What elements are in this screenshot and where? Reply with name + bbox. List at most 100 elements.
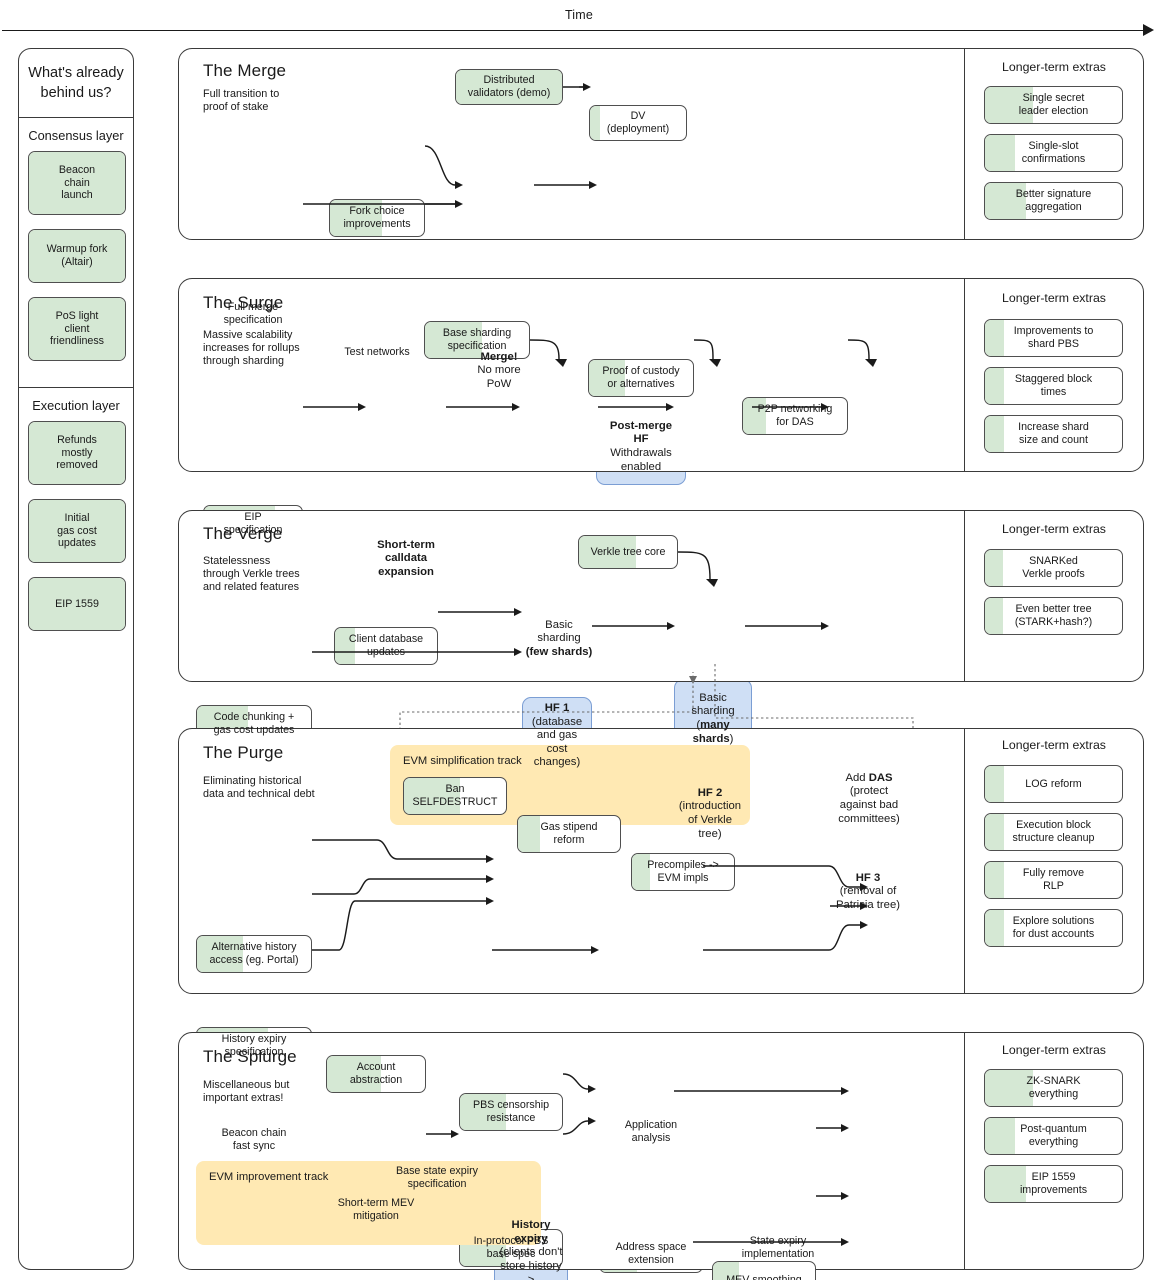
node-account-abstraction[interactable]: Account abstraction xyxy=(326,1055,426,1093)
list-item-label: Staggered block times xyxy=(1014,373,1093,398)
node-label: Account abstraction xyxy=(349,1061,403,1086)
evm-improvement-track xyxy=(196,1161,541,1245)
node-label: PBS censorship resistance xyxy=(472,1099,550,1124)
list-item-label: Even better tree (STARK+hash?) xyxy=(1014,603,1093,628)
list-item-label: EIP 1559 improvements xyxy=(1019,1171,1088,1196)
node-label: Verkle tree core xyxy=(590,545,666,558)
list-item[interactable]: Staggered block times xyxy=(984,367,1123,405)
list-item[interactable]: Initial gas cost updates xyxy=(28,499,126,563)
list-item[interactable]: Single secret leader election xyxy=(984,86,1123,124)
node-fork-choice-improvements[interactable]: Fork choice improvements xyxy=(329,199,425,237)
list-item[interactable]: Beacon chain launch xyxy=(28,151,126,215)
node-p2p-networking-das[interactable]: P2P networking for DAS xyxy=(742,397,848,435)
list-item-label: Explore solutions for dust accounts xyxy=(1012,915,1095,940)
list-item[interactable]: Warmup fork (Altair) xyxy=(28,229,126,283)
node-client-database-updates[interactable]: Client database updates xyxy=(334,627,438,665)
node-label: Fork choice improvements xyxy=(343,205,411,230)
list-item[interactable]: EIP 1559 improvements xyxy=(984,1165,1123,1203)
list-item[interactable]: Refunds mostly removed xyxy=(28,421,126,485)
list-item[interactable]: EIP 1559 xyxy=(28,577,126,631)
node-label: Gas stipend reform xyxy=(540,821,598,846)
list-item[interactable]: Single-slot confirmations xyxy=(984,134,1123,172)
node-label: Proof of custody or alternatives xyxy=(602,365,680,390)
node-proof-of-custody[interactable]: Proof of custody or alternatives xyxy=(588,359,694,397)
list-item-label: Better signature aggregation xyxy=(1015,188,1092,213)
list-item-label: ZK-SNARK everything xyxy=(1026,1075,1081,1100)
list-item[interactable]: Fully remove RLP xyxy=(984,861,1123,899)
node-short-term-mev-mitigation[interactable]: Short-term MEV mitigation xyxy=(326,1191,426,1229)
page-title: The Surge xyxy=(203,293,284,312)
list-item-label: Warmup fork (Altair) xyxy=(46,243,108,268)
node-pbs-censorship-resistance[interactable]: PBS censorship resistance xyxy=(459,1093,563,1131)
list-item[interactable]: Increase shard size and count xyxy=(984,415,1123,453)
list-item-label: Refunds mostly removed xyxy=(56,434,98,472)
node-label: EIP specification xyxy=(223,511,283,536)
section-the-purge: The Purge Eliminating historical data an… xyxy=(178,728,1144,1280)
node-label: P2P networking for DAS xyxy=(757,403,833,428)
section-subtitle: Massive scalability increases for rollup… xyxy=(203,329,300,368)
node-ban-selfdestruct[interactable]: Ban SELFDESTRUCT xyxy=(403,777,507,815)
extras-title: Longer-term extras xyxy=(1002,291,1106,305)
page-title: The Splurge xyxy=(203,1047,297,1066)
node-state-expiry-implementation[interactable]: State expiry implementation xyxy=(726,1229,830,1267)
section-divider xyxy=(964,1033,965,1269)
list-item-label: Increase shard size and count xyxy=(1018,421,1089,446)
extras-title: Longer-term extras xyxy=(1002,1043,1106,1057)
section-subtitle: Miscellaneous but important extras! xyxy=(203,1079,290,1105)
node-label: MEV smoothing xyxy=(726,1273,802,1280)
list-item[interactable]: LOG reform xyxy=(984,765,1123,803)
node-precompiles-evm-impls[interactable]: Precompiles -> EVM impls xyxy=(631,853,735,891)
list-item[interactable]: PoS light client friendliness xyxy=(28,297,126,361)
extras-title: Longer-term extras xyxy=(1002,60,1106,74)
node-label: Ban SELFDESTRUCT xyxy=(412,783,498,808)
node-label: Base sharding specification xyxy=(442,327,512,352)
page-title: The Verge xyxy=(203,524,283,543)
list-item-label: Initial gas cost updates xyxy=(57,512,97,550)
list-item[interactable]: Post-quantum everything xyxy=(984,1117,1123,1155)
time-axis-line xyxy=(2,30,1148,31)
list-item[interactable]: Better signature aggregation xyxy=(984,182,1123,220)
node-in-protocol-pbs-base-spec[interactable]: In-protocol PBS base spec xyxy=(459,1229,563,1267)
extras-title: Longer-term extras xyxy=(1002,738,1106,752)
node-label: History expiry specification xyxy=(221,1033,287,1058)
list-item[interactable]: SNARKed Verkle proofs xyxy=(984,549,1123,587)
list-item[interactable]: Explore solutions for dust accounts xyxy=(984,909,1123,947)
extras-title: Longer-term extras xyxy=(1002,522,1106,536)
node-code-chunking-gas-cost-updates[interactable]: Code chunking + gas cost updates xyxy=(196,705,312,743)
node-dv-deployment[interactable]: DV (deployment) xyxy=(589,105,687,141)
node-base-state-expiry-specification[interactable]: Base state expiry specification xyxy=(382,1159,492,1197)
list-item[interactable]: Improvements to shard PBS xyxy=(984,319,1123,357)
sidebar-group-execution: Refunds mostly removed Initial gas cost … xyxy=(19,421,133,657)
node-label: Short-term MEV mitigation xyxy=(337,1197,415,1222)
section-the-verge: The Verge Statelessness through Verkle t… xyxy=(178,510,1144,931)
node-eip-specification[interactable]: EIP specification xyxy=(203,505,303,543)
node-verkle-tree-core[interactable]: Verkle tree core xyxy=(578,535,678,569)
node-distributed-validators[interactable]: Distributed validators (demo) xyxy=(455,69,563,105)
list-item-label: LOG reform xyxy=(1025,777,1082,790)
list-item[interactable]: ZK-SNARK everything xyxy=(984,1069,1123,1107)
list-item-label: Single-slot confirmations xyxy=(1021,140,1086,165)
node-label: In-protocol PBS base spec xyxy=(473,1235,549,1260)
node-mev-smoothing[interactable]: MEV smoothing xyxy=(712,1261,816,1280)
node-label: Code chunking + gas cost updates xyxy=(213,711,295,736)
node-address-space-extension[interactable]: Address space extension xyxy=(599,1235,703,1273)
node-label: Distributed validators (demo) xyxy=(467,74,551,99)
node-base-sharding-specification[interactable]: Base sharding specification xyxy=(424,321,530,359)
node-label: Client database updates xyxy=(348,633,424,658)
list-item[interactable]: Even better tree (STARK+hash?) xyxy=(984,597,1123,635)
list-item-label: Improvements to shard PBS xyxy=(1013,325,1094,350)
node-alternative-history-access[interactable]: Alternative history access (eg. Portal) xyxy=(196,935,312,973)
section-subtitle: Full transition to proof of stake xyxy=(203,88,280,114)
node-gas-stipend-reform[interactable]: Gas stipend reform xyxy=(517,815,621,853)
list-item-label: Single secret leader election xyxy=(1018,92,1089,117)
list-item[interactable]: Execution block structure cleanup xyxy=(984,813,1123,851)
